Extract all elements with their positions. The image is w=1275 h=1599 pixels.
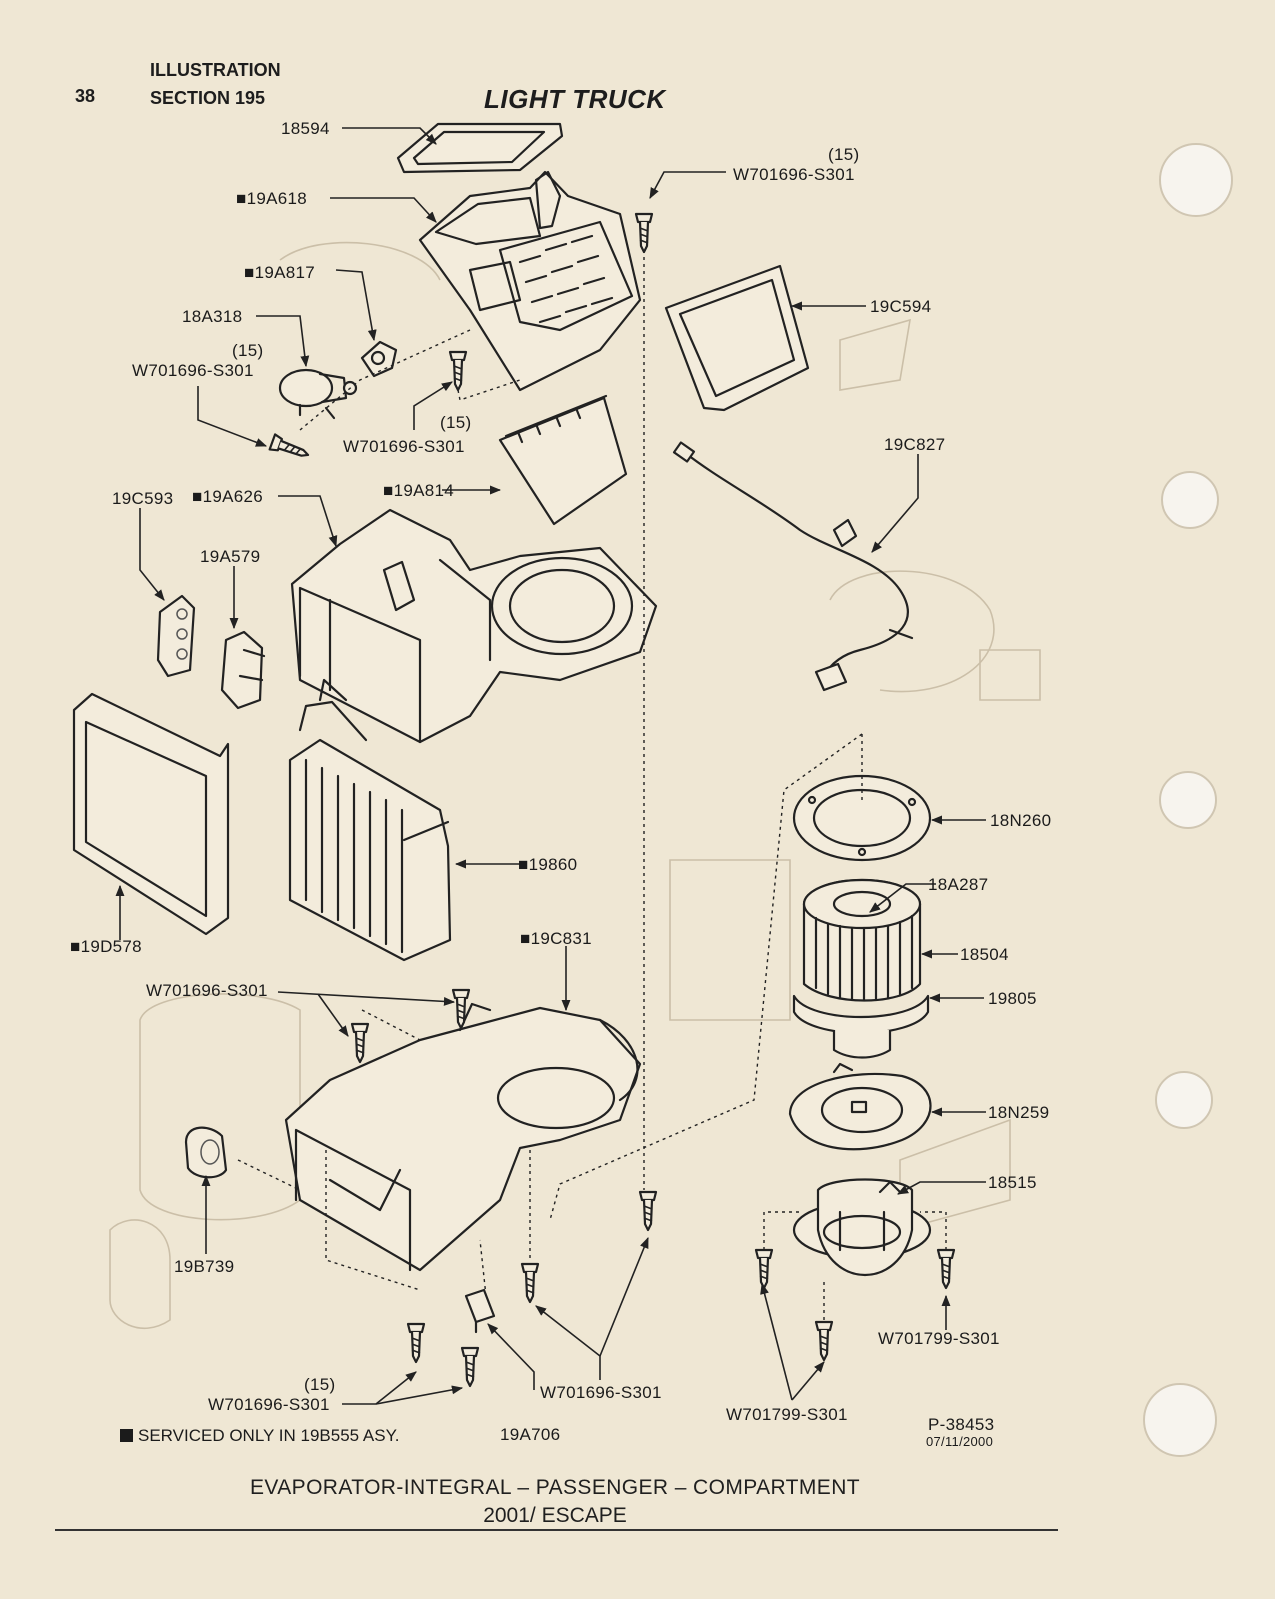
part-19B739-insulator [184, 1126, 228, 1179]
label-reference-number: P-38453 [928, 1415, 994, 1434]
figure-caption: EVAPORATOR-INTEGRAL – PASSENGER – COMPAR… [250, 1476, 860, 1499]
part-18504-blower-wheel [802, 878, 922, 1002]
screw-blower-1 [754, 1248, 774, 1290]
part-19C594-filter-frame [664, 264, 810, 412]
label-19C593: 19C593 [112, 489, 173, 508]
binder-hole [1155, 1071, 1213, 1129]
part-18515-motor-housing [792, 1178, 932, 1277]
page-number: 38 [75, 86, 96, 106]
label-19D578: ■19D578 [70, 937, 142, 956]
label-date: 07/11/2000 [926, 1434, 993, 1449]
bottom-rule [55, 1529, 1058, 1531]
section-label: SECTION 195 [150, 88, 266, 108]
screw-lower-1 [638, 1190, 658, 1232]
label-qty-bottom: (15) [304, 1375, 335, 1394]
part-19C831-lower-case [284, 1002, 642, 1272]
label-18594: 18594 [281, 119, 330, 138]
label-w701696-mid: W701696-S301 [343, 437, 465, 456]
part-18A318-motor [278, 368, 358, 420]
label-qty-left: (15) [232, 341, 263, 360]
label-qty-top: (15) [828, 145, 859, 164]
screw-cluster-2 [350, 1022, 370, 1064]
label-19C827: 19C827 [884, 435, 945, 454]
label-19B739: 19B739 [174, 1257, 234, 1276]
serviced-note-text: SERVICED ONLY IN 19B555 ASY. [138, 1426, 400, 1445]
label-19A814: ■19A814 [383, 481, 454, 500]
label-19C594: 19C594 [870, 297, 931, 316]
label-w701696-bottom-left: W701696-S301 [208, 1395, 330, 1414]
binder-hole [1143, 1383, 1217, 1457]
part-19A817-actuator [360, 340, 398, 378]
part-18N260-gasket [792, 774, 932, 862]
screw-blower-2 [814, 1320, 834, 1362]
callout-labels: 18594 ■19A618 (15) W701696-S301 ■19A817 … [70, 119, 1051, 1449]
label-18A318: 18A318 [182, 307, 242, 326]
figure-subcaption: 2001/ ESCAPE [483, 1504, 627, 1527]
label-19805: 19805 [988, 989, 1037, 1008]
screw-cluster-1 [451, 988, 471, 1030]
page-title: LIGHT TRUCK [484, 84, 666, 114]
illustration-label: ILLUSTRATION [150, 60, 281, 80]
assembly-lines [237, 250, 947, 1320]
screw-blower-3 [936, 1248, 956, 1290]
part-18N259-plate [788, 1062, 932, 1151]
screw-lower-4 [460, 1346, 480, 1388]
label-19A579: 19A579 [200, 547, 260, 566]
part-19805-blower-motor [792, 994, 930, 1059]
binder-holes [1143, 143, 1233, 1457]
label-19A618: ■19A618 [236, 189, 307, 208]
screw-mid [448, 350, 468, 392]
square-bullet-icon [120, 1429, 133, 1442]
binder-hole [1161, 471, 1219, 529]
label-18N260: 18N260 [990, 811, 1051, 830]
label-18A287: 18A287 [928, 875, 988, 894]
label-19C831: ■19C831 [520, 929, 592, 948]
label-18N259: 18N259 [988, 1103, 1049, 1122]
label-19A706: 19A706 [500, 1425, 560, 1444]
label-qty-mid: (15) [440, 413, 471, 432]
screw-lower-2 [520, 1262, 540, 1304]
label-w701799-right: W701799-S301 [878, 1329, 1000, 1348]
part-19A579-bracket [220, 630, 266, 710]
label-18504: 18504 [960, 945, 1009, 964]
leader-lines [115, 127, 986, 1405]
label-19860: ■19860 [518, 855, 577, 874]
label-18515: 18515 [988, 1173, 1037, 1192]
label-w701799-bottom: W701799-S301 [726, 1405, 848, 1424]
label-19A626: ■19A626 [192, 487, 263, 506]
part-19A706-clip [464, 1288, 496, 1334]
label-19A817: ■19A817 [244, 263, 315, 282]
part-18594-seal [396, 122, 564, 174]
part-19A814-filter [498, 394, 628, 526]
screw-left [268, 433, 312, 464]
label-w701696-bottom-mid: W701696-S301 [540, 1383, 662, 1402]
part-19C827-harness [672, 441, 914, 692]
binder-hole [1159, 771, 1217, 829]
label-w701696-top: W701696-S301 [733, 165, 855, 184]
label-w701696-cluster: W701696-S301 [146, 981, 268, 1000]
part-19D578-seal-frame [72, 692, 230, 936]
label-w701696-left: W701696-S301 [132, 361, 254, 380]
screw-top [634, 212, 654, 254]
serviced-note: SERVICED ONLY IN 19B555 ASY. [120, 1426, 399, 1446]
part-19C593-seal-plate [156, 594, 196, 678]
part-19860-evaporator-core [288, 678, 452, 962]
binder-hole [1159, 143, 1233, 217]
screw-lower-3 [406, 1322, 426, 1364]
part-19A618-housing [418, 170, 642, 392]
part-19A626-upper-case [290, 508, 658, 744]
